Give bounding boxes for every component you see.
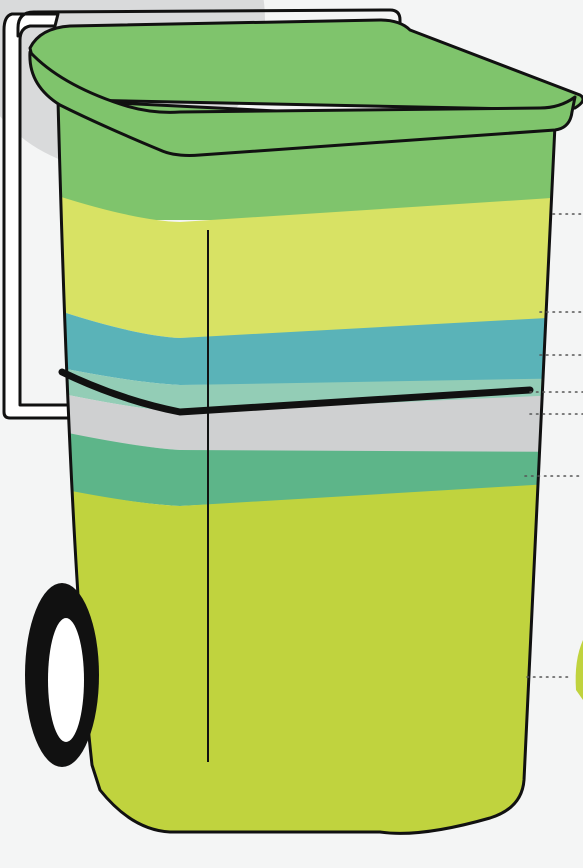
wheel [25, 583, 99, 767]
accent-partial-circle [576, 640, 583, 700]
lid-top [30, 20, 583, 110]
bin-body [0, 90, 583, 868]
wheel-hub [48, 618, 84, 742]
